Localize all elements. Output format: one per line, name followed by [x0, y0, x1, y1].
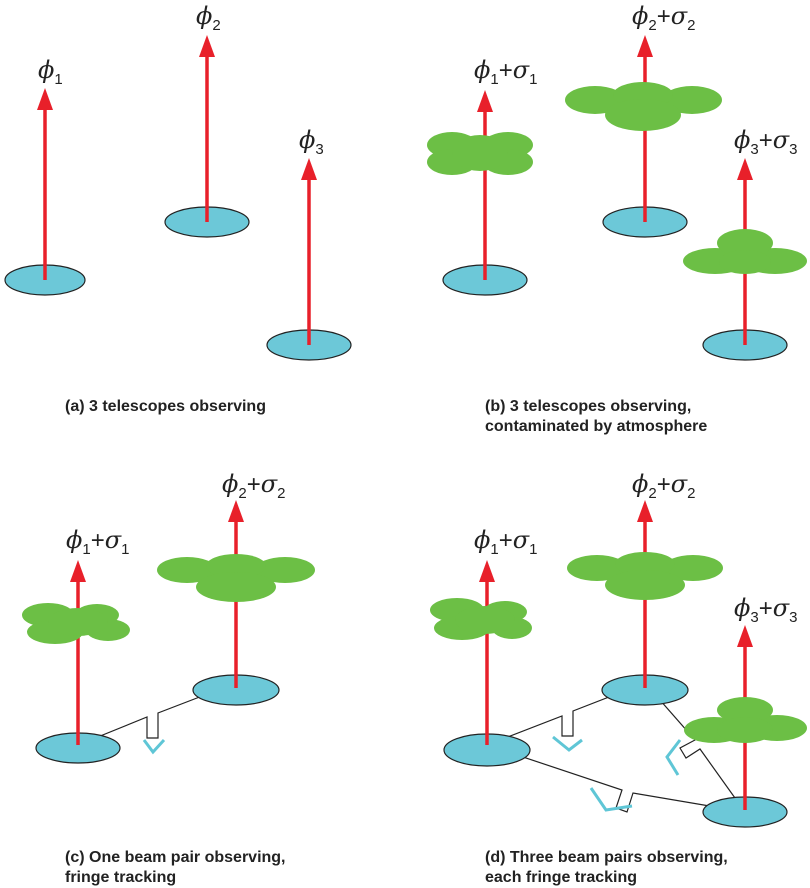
arrowhead-2: [637, 500, 653, 522]
caption-a: (a) 3 telescopes observing: [65, 398, 266, 415]
arrowhead-2: [637, 35, 653, 57]
arrowhead-3: [737, 158, 753, 180]
delay-mirror-2-3: [665, 739, 682, 776]
delay-mirror-1-2: [142, 738, 166, 755]
phase-label-1: ϕ1+σ1: [474, 526, 537, 558]
baseline-1-3: [486, 744, 746, 813]
arrowhead-1: [479, 560, 495, 582]
arrowhead-3: [301, 158, 317, 180]
cloud-3: [683, 229, 807, 274]
caption-b-line1: (b) 3 telescopes observing,: [485, 398, 691, 415]
phase-label-2: ϕ2: [196, 2, 221, 34]
caption-b-line2: contaminated by atmosphere: [485, 418, 707, 435]
phase-label-2: ϕ2+σ2: [632, 2, 695, 34]
panel-b: ϕ1+σ1 ϕ2+σ2 ϕ3+σ3 (b) 3 telescopes obser: [427, 2, 807, 435]
delay-mirror-1-2: [552, 735, 583, 752]
caption-d-line1: (d) Three beam pairs observing,: [485, 849, 728, 866]
cloud-2: [565, 82, 722, 131]
baseline-1-2: [77, 682, 237, 746]
cloud-1: [22, 603, 130, 644]
caption-d-line2: each fringe tracking: [485, 869, 637, 886]
cloud-1: [427, 132, 533, 175]
phase-label-3: ϕ3+σ3: [734, 594, 797, 626]
arrowhead-2: [199, 35, 215, 57]
phase-label-3: ϕ3: [299, 126, 324, 158]
phase-label-1: ϕ1+σ1: [474, 56, 537, 88]
cloud-3: [684, 697, 807, 743]
cloud-2: [157, 554, 315, 602]
panel-c: ϕ1+σ1 ϕ2+σ2 (c) One beam pair observing,…: [22, 470, 315, 886]
arrowhead-3: [737, 625, 753, 647]
cloud-1: [430, 598, 532, 640]
cloud-2: [567, 552, 723, 600]
arrowhead-2: [228, 500, 244, 522]
panel-d: ϕ1+σ1 ϕ2+σ2 ϕ3+σ3 (d) Three beam pairs o: [430, 470, 807, 886]
panel-a: ϕ1 ϕ2 ϕ3 (a) 3 telescopes observing: [4, 2, 352, 415]
caption-c-line1: (c) One beam pair observing,: [65, 849, 286, 866]
caption-c-line2: fringe tracking: [65, 869, 176, 886]
phase-label-2: ϕ2+σ2: [222, 470, 285, 502]
phase-label-2: ϕ2+σ2: [632, 470, 695, 502]
delay-mirror-1-3: [589, 787, 633, 812]
arrowhead-1: [477, 90, 493, 112]
baseline-1-2: [486, 682, 646, 746]
phase-label-1: ϕ1: [38, 56, 63, 88]
phase-label-3: ϕ3+σ3: [734, 126, 797, 158]
arrowhead-1: [70, 560, 86, 582]
arrowhead-1: [37, 88, 53, 110]
phase-label-1: ϕ1+σ1: [66, 526, 129, 558]
